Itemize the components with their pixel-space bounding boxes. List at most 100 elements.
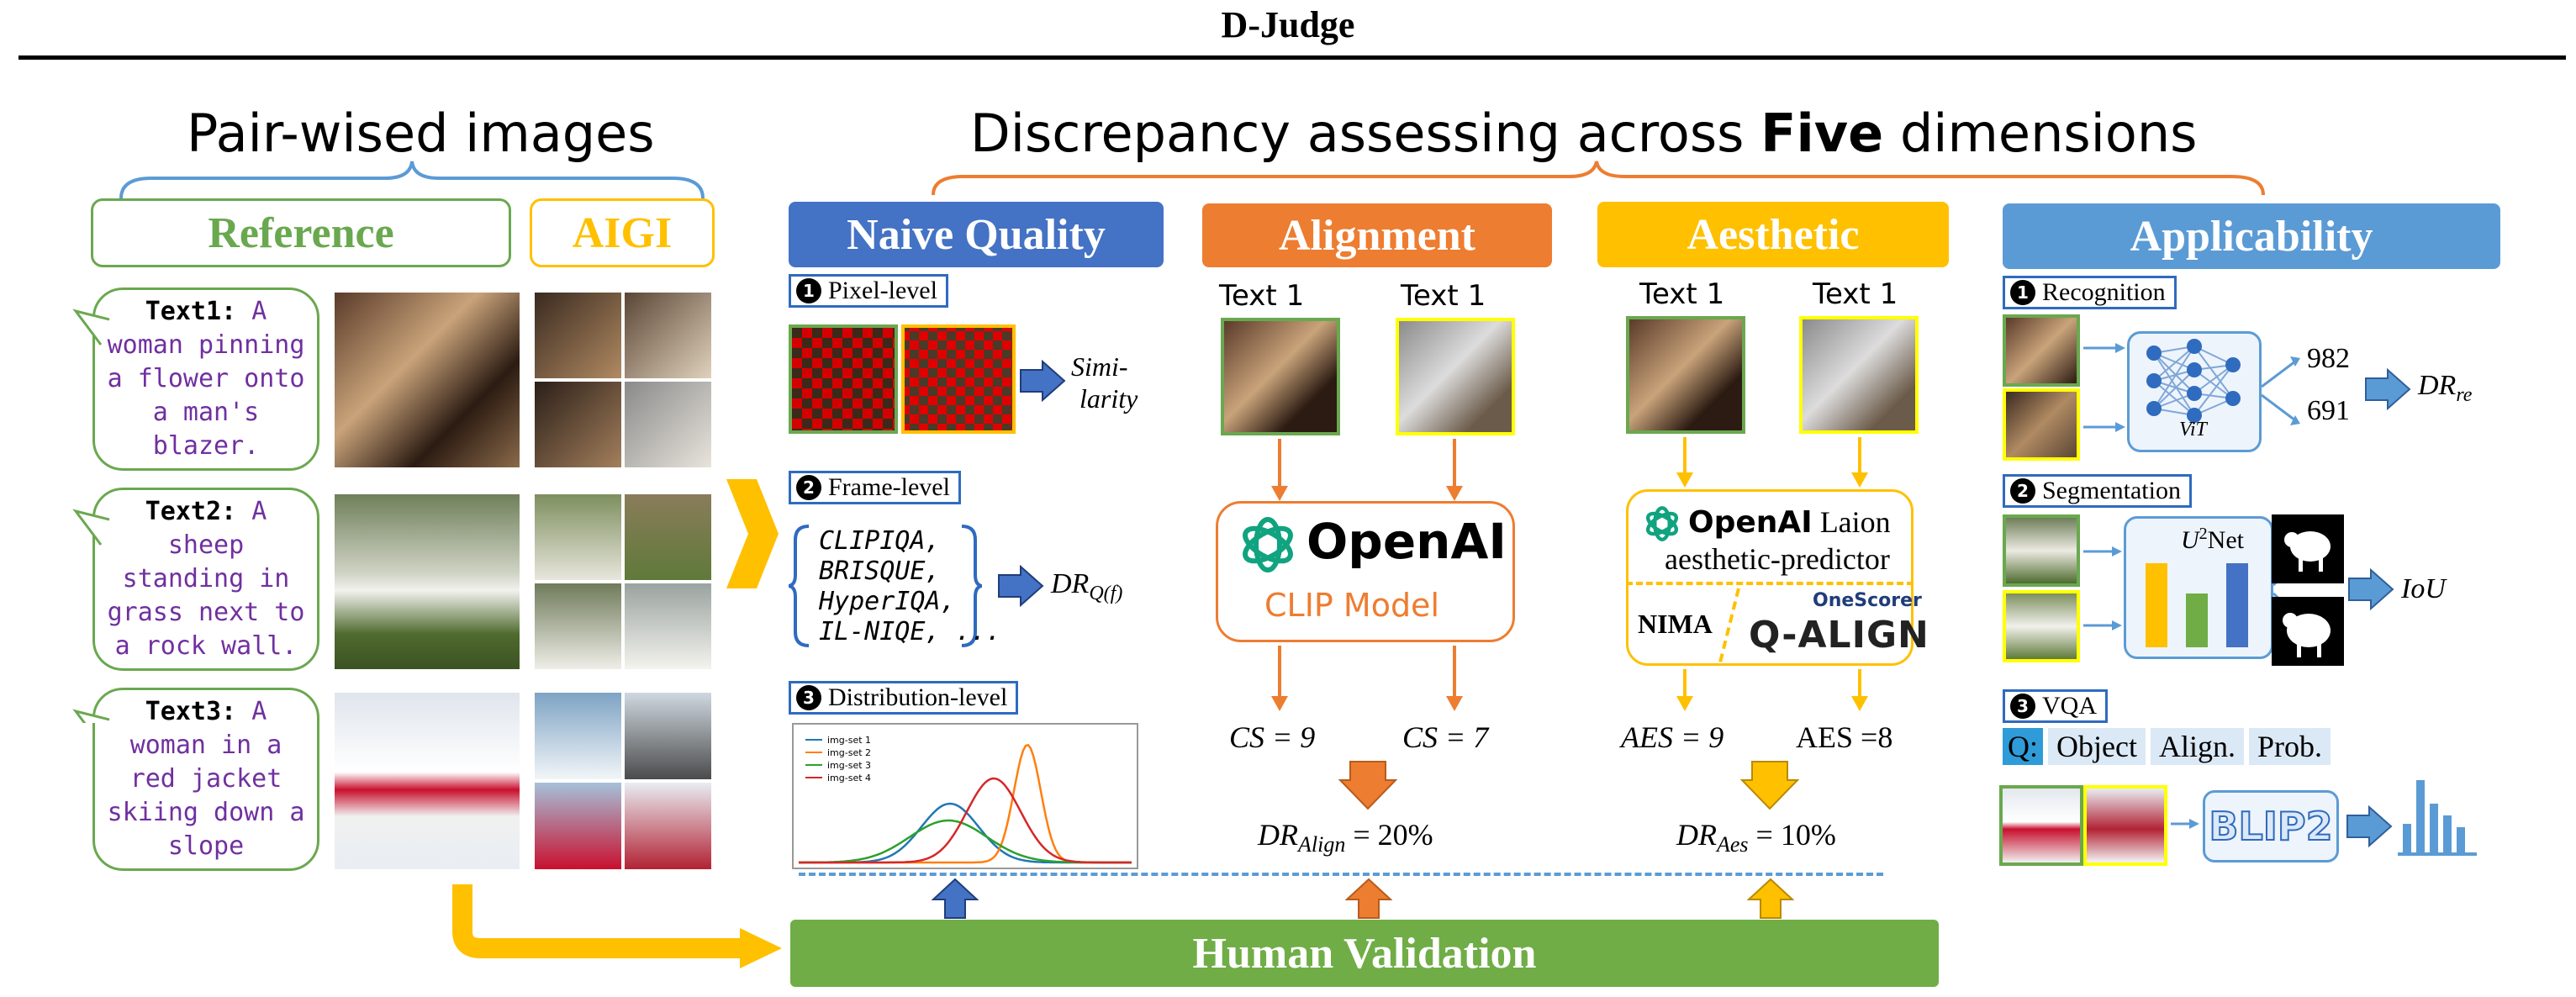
vqa-text: VQA <box>2042 692 2097 720</box>
naive-quality-header: Naive Quality <box>789 202 1164 267</box>
aesthetic-arrows-in <box>1676 437 1868 488</box>
validation-arrow-naive <box>932 878 979 919</box>
aigi-cell <box>535 494 621 580</box>
aesthetic-dashed-divider <box>1626 582 1914 585</box>
alignment-aigi-image <box>1396 318 1515 435</box>
vqa-tag-object: Object <box>2048 728 2146 765</box>
clip-openai-brand: OpenAI <box>1306 513 1507 570</box>
clip-model-box <box>1216 501 1515 642</box>
pixel-level-text: Pixel-level <box>828 277 937 304</box>
blip2-label: BLIP2 <box>2208 803 2333 850</box>
alignment-text-left: Text 1 <box>1219 279 1305 313</box>
openai-logo-icon <box>1243 517 1293 572</box>
text1-tag: Text1: <box>145 297 237 326</box>
aigi-grid-3 <box>535 693 711 869</box>
dimensions-heading-bold: Five <box>1760 103 1884 164</box>
aesthetic-aigi-image <box>1799 316 1919 434</box>
distribution-level-label: 3 Distribution-level <box>789 681 1019 715</box>
validation-arrow-alignment <box>1345 878 1392 919</box>
clip-model-name: CLIP Model <box>1264 587 1439 624</box>
vqa-number: 3 <box>2010 694 2035 719</box>
dimensions-heading: Discrepancy assessing across Five dimens… <box>970 103 2197 164</box>
sheep-mask-icon <box>2284 531 2331 572</box>
metric-hyperiqa: HyperIQA, <box>819 587 956 616</box>
aigi-cell <box>625 693 711 779</box>
vqa-arrow <box>2346 805 2393 847</box>
vqa-q-tag: Q: <box>2003 728 2043 765</box>
human-validation-bar: Human Validation <box>790 920 1939 987</box>
unet-suffix: Net <box>2207 526 2244 554</box>
aesthetic-aes-right: AES =8 <box>1796 720 1893 754</box>
to-human-validation-arrow <box>452 884 782 968</box>
segmentation-result: IoU <box>2401 573 2446 604</box>
neural-network-icon <box>2146 339 2241 423</box>
text2-tag: Text2: <box>145 497 237 526</box>
aigi-cell <box>535 583 621 669</box>
aigi-grid-1 <box>535 293 711 467</box>
aesthetic-result-sub: Aes <box>1717 832 1749 857</box>
vqa-tag-prob: Prob. <box>2248 728 2331 765</box>
recognition-flow <box>2083 343 2125 432</box>
dimensions-heading-suffix: dimensions <box>1883 103 2198 164</box>
aigi-cell <box>535 293 621 378</box>
vit-output-lines <box>2262 356 2300 425</box>
text1-bubble: Text1: A woman pinning a flower onto a m… <box>92 287 319 471</box>
legend-label-2: img-set 2 <box>827 747 871 758</box>
aesthetic-brand-openai: OpenAI <box>1688 505 1813 540</box>
segmentation-label: 2 Segmentation <box>2003 474 2192 508</box>
recognition-aigi-image <box>2003 388 2080 461</box>
bar-chart-icon <box>2398 780 2477 856</box>
aesthetic-slash-divider <box>1718 588 1740 663</box>
alignment-down-arrow <box>1338 761 1397 810</box>
qalign-label: Q-ALIGN <box>1749 614 1929 657</box>
aigi-grid-2 <box>535 494 711 669</box>
unet-bar-yellow <box>2146 563 2167 647</box>
unet-label: U2Net <box>2181 525 2244 555</box>
recognition-score-top: 982 <box>2307 343 2350 374</box>
page-title: D-Judge <box>1221 4 1355 45</box>
alignment-result-sub: Align <box>1298 832 1346 857</box>
alignment-cs-right: CS = 7 <box>1402 720 1489 754</box>
vqa-tag-align: Align. <box>2150 728 2244 765</box>
alignment-text-right: Text 1 <box>1401 279 1486 313</box>
aesthetic-text-right: Text 1 <box>1813 277 1898 311</box>
reference-image-1 <box>335 293 520 467</box>
aigi-cell <box>535 693 621 779</box>
legend-label-1: img-set 1 <box>827 735 871 746</box>
frame-level-text: Frame-level <box>828 473 950 501</box>
aigi-cell <box>625 783 711 869</box>
aesthetic-header: Aesthetic <box>1597 202 1949 267</box>
segmentation-text: Segmentation <box>2042 477 2181 504</box>
text2-bubble: Text2: A sheep standing in grass next to… <box>92 488 319 671</box>
frame-result-main: DR <box>1051 568 1090 599</box>
reference-label: Reference <box>91 198 511 267</box>
distribution-level-text: Distribution-level <box>828 683 1008 711</box>
aigi-cell <box>625 382 711 467</box>
aigi-cell <box>625 293 711 378</box>
text1-body: A woman pinning a flower onto a man's bl… <box>107 297 305 461</box>
aesthetic-result: DRAes = 10% <box>1676 817 1836 857</box>
recognition-number: 1 <box>2010 280 2035 305</box>
aesthetic-predictor: aesthetic-predictor <box>1665 542 1890 576</box>
aesthetic-arrows-out <box>1676 669 1868 711</box>
aesthetic-result-main: DR <box>1676 818 1717 852</box>
title-rule <box>18 55 2566 60</box>
metric-braces <box>789 525 982 647</box>
reference-image-3 <box>335 693 520 869</box>
vqa-aigi-image <box>2083 785 2167 866</box>
alignment-header: Alignment <box>1202 203 1552 267</box>
aigi-label: AIGI <box>530 198 715 267</box>
aesthetic-openai-icon <box>1645 506 1679 541</box>
frame-level-label: 2 Frame-level <box>789 471 961 504</box>
metric-brisque: BRISQUE, <box>819 557 941 586</box>
segmentation-flow <box>2083 546 2122 630</box>
alignment-result-main: DR <box>1258 818 1298 852</box>
recognition-result-main: DR <box>2418 370 2457 401</box>
unet-letter: U <box>2181 526 2199 554</box>
vit-label: ViT <box>2179 419 2207 440</box>
text2-body: A sheep standing in grass next to a rock… <box>107 497 305 661</box>
recognition-arrow <box>2365 368 2411 410</box>
applicability-header: Applicability <box>2003 203 2500 269</box>
recognition-reference-image <box>2003 314 2080 387</box>
